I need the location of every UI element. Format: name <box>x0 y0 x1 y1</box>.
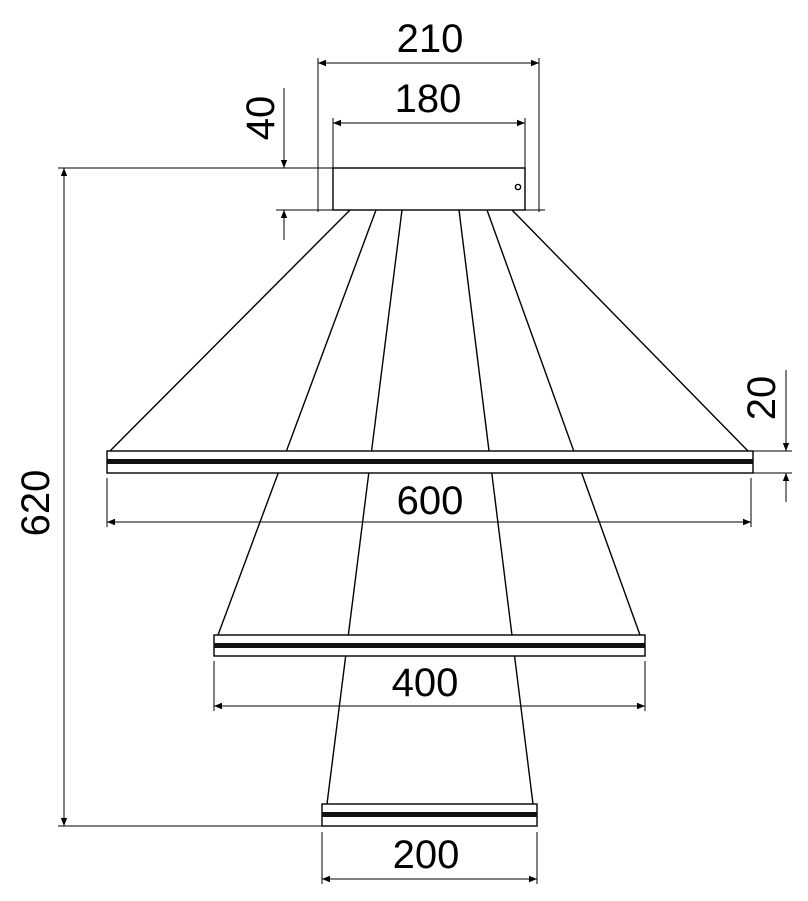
ring-medium-band <box>214 643 645 648</box>
canopy-inner-width-label: 180 <box>395 77 462 121</box>
cable-small-left <box>326 209 403 805</box>
suspension-cables <box>109 209 749 805</box>
dimension-ring-thickness: 20 <box>740 370 792 502</box>
ring-large-diameter-label: 600 <box>397 479 464 523</box>
dimension-canopy-height: 40 <box>58 88 333 240</box>
cable-medium-left <box>217 209 377 636</box>
ring-thickness-label: 20 <box>740 376 784 421</box>
cable-medium-right <box>486 209 641 636</box>
cable-small-right <box>458 209 534 805</box>
canopy-height-label: 40 <box>239 96 283 141</box>
ring-small <box>321 803 538 827</box>
canopy <box>332 167 526 211</box>
ring-medium-diameter-label: 400 <box>392 661 459 705</box>
cable-large-right <box>511 209 749 452</box>
total-height-label: 620 <box>14 470 58 537</box>
cable-large-left <box>109 209 351 452</box>
dimension-ring-large: 600 <box>106 478 752 527</box>
dimension-canopy-inner-width: 180 <box>332 77 526 168</box>
ring-large-band <box>107 459 753 464</box>
ring-small-diameter-label: 200 <box>393 833 460 877</box>
canopy-outer-width-label: 210 <box>397 17 464 61</box>
dimension-canopy-outer-width: 210 <box>310 17 545 212</box>
canopy-body <box>332 167 526 211</box>
dimension-ring-small: 200 <box>321 832 538 884</box>
canopy-screw <box>514 183 522 191</box>
ring-small-band <box>322 812 537 817</box>
dimension-ring-medium: 400 <box>213 661 646 711</box>
ring-medium <box>213 634 646 657</box>
ring-large <box>106 450 754 474</box>
dimension-total-height: 620 <box>14 168 322 827</box>
